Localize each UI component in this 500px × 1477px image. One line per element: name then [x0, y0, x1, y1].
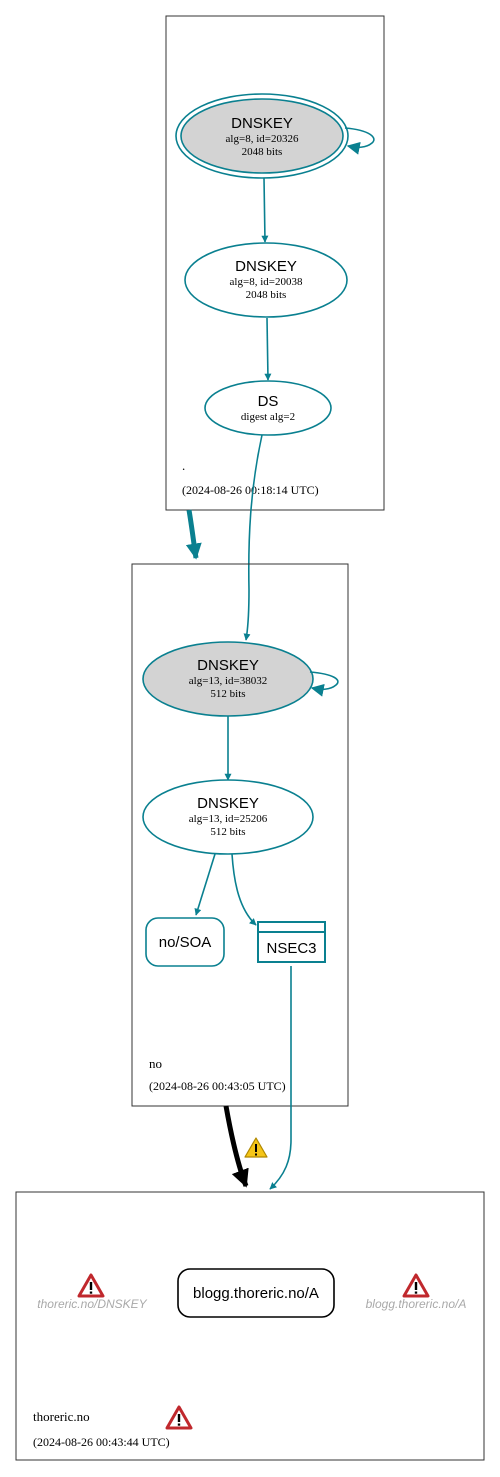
no-soa-label: no/SOA	[159, 934, 212, 951]
no-ksk-node[interactable]: DNSKEY alg=13, id=38032 512 bits	[142, 641, 314, 717]
zone-thoreric-cluster: thoreric.no/DNSKEY blogg.thoreric.no/A b…	[15, 1191, 485, 1461]
thoreric-record-label: blogg.thoreric.no/A	[193, 1285, 319, 1302]
thoreric-missing-dnskey-label: thoreric.no/DNSKEY	[37, 1297, 147, 1311]
root-zone-timestamp: (2024-08-26 00:18:14 UTC)	[182, 483, 319, 497]
no-nsec3-label: NSEC3	[266, 940, 316, 957]
root-ds-detail: digest alg=2	[241, 411, 295, 423]
thoreric-zone-error-icon[interactable]	[165, 1405, 193, 1430]
thoreric-zone-name: thoreric.no	[33, 1409, 90, 1424]
root-zone-name: .	[182, 458, 185, 473]
no-ksk-bits: 512 bits	[210, 688, 245, 700]
no-zsk-title: DNSKEY	[197, 795, 259, 812]
no-zsk-bits: 512 bits	[210, 826, 245, 838]
root-ksk-bits: 2048 bits	[242, 146, 283, 158]
zone-no-cluster: DNSKEY alg=13, id=38032 512 bits DNSKEY …	[131, 563, 349, 1107]
root-ksk-detail: alg=8, id=20326	[226, 133, 299, 145]
root-zsk-node[interactable]: DNSKEY alg=8, id=20038 2048 bits	[184, 242, 348, 318]
warning-triangle-icon[interactable]	[244, 1137, 268, 1158]
thoreric-record-error-icon[interactable]	[402, 1273, 430, 1298]
root-ksk-to-zsk-edge	[261, 177, 269, 243]
thoreric-dnskey-error-icon[interactable]	[77, 1273, 105, 1298]
no-ksk-self-edge	[309, 671, 339, 697]
zone-root-cluster: DNSKEY alg=8, id=20326 2048 bits DNSKEY …	[165, 15, 385, 511]
no-nsec3-node[interactable]: NSEC3	[257, 921, 326, 963]
no-ksk-title: DNSKEY	[197, 657, 259, 674]
thoreric-missing-record-label: blogg.thoreric.no/A	[366, 1297, 467, 1311]
root-ksk-title: DNSKEY	[231, 115, 293, 132]
no-zone-timestamp: (2024-08-26 00:43:05 UTC)	[149, 1079, 286, 1093]
thoreric-zone-timestamp: (2024-08-26 00:43:44 UTC)	[33, 1435, 170, 1449]
root-zsk-bits: 2048 bits	[246, 289, 287, 301]
root-to-no-delegation-edge	[185, 509, 202, 560]
no-soa-node[interactable]: no/SOA	[145, 917, 225, 967]
no-nsec3-to-thoreric-edge	[269, 966, 292, 1190]
thoreric-record-node[interactable]: blogg.thoreric.no/A	[177, 1268, 335, 1318]
no-to-thoreric-delegation-edge	[223, 1105, 249, 1188]
no-zone-name: no	[149, 1056, 162, 1071]
root-ksk-self-edge	[344, 127, 375, 155]
root-ds-title: DS	[258, 393, 279, 410]
root-zsk-title: DNSKEY	[235, 258, 297, 275]
root-ksk-node[interactable]: DNSKEY alg=8, id=20326 2048 bits	[175, 93, 349, 179]
root-ds-to-no-ksk-edge	[243, 434, 263, 641]
no-ksk-detail: alg=13, id=38032	[189, 675, 267, 687]
no-zsk-node[interactable]: DNSKEY alg=13, id=25206 512 bits	[142, 779, 314, 855]
no-zsk-detail: alg=13, id=25206	[189, 813, 268, 825]
no-zsk-to-soa-edge	[194, 853, 216, 916]
root-ds-node[interactable]: DS digest alg=2	[204, 380, 332, 436]
no-zsk-to-nsec3-edge	[231, 853, 257, 926]
root-zsk-to-ds-edge	[264, 317, 272, 381]
root-zsk-detail: alg=8, id=20038	[230, 276, 303, 288]
